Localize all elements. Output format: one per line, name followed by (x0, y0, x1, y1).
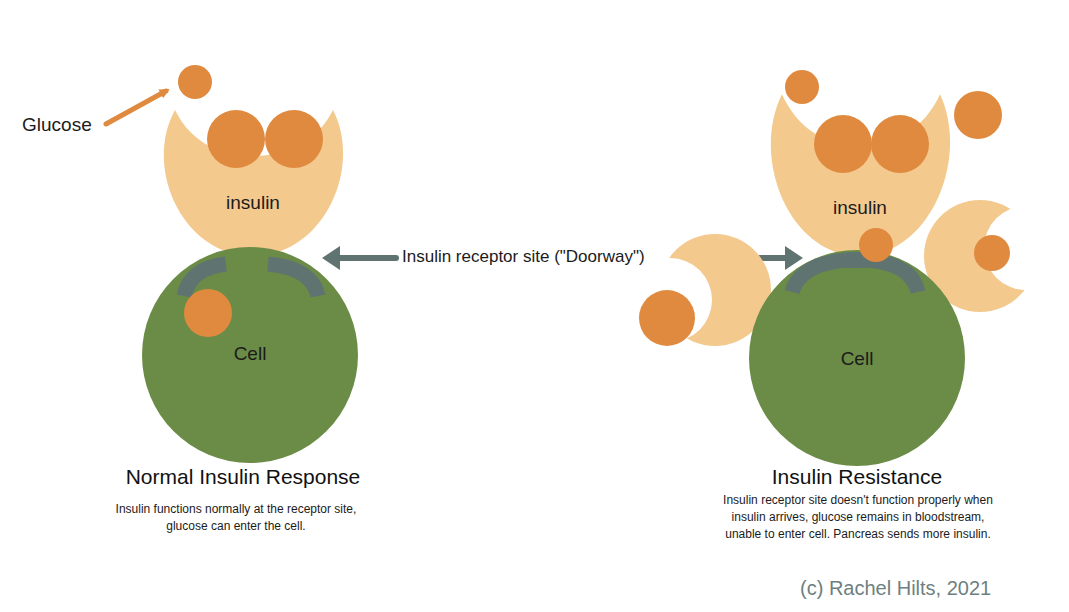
insulin-shape (762, 92, 958, 256)
insulin-node: insulin (762, 92, 958, 256)
glucose (207, 110, 265, 168)
glucose (974, 235, 1010, 271)
glucose (814, 115, 872, 173)
panel-heading: Normal Insulin Response (83, 465, 403, 489)
insulin-label: insulin (762, 197, 958, 219)
callout-label: Insulin receptor site ("Doorway") (402, 247, 722, 267)
receptor-pointer-head (322, 246, 340, 270)
panel-heading: Insulin Resistance (697, 465, 1017, 489)
glucose (178, 65, 212, 99)
insulin-outline (164, 110, 343, 256)
panel-note: Insulin receptor site doesn't function p… (714, 492, 1002, 543)
insulin-label: insulin (155, 192, 351, 214)
callout-label: Glucose (22, 114, 112, 136)
receptor-site (268, 264, 318, 296)
glucose (785, 70, 819, 104)
copyright-note: (c) Rachel Hilts, 2021 (800, 577, 1060, 600)
cell-circle: Cell (749, 250, 965, 466)
panel-note: Insulin functions normally at the recept… (101, 501, 371, 535)
glucose (639, 290, 695, 346)
receptor-site (868, 260, 918, 292)
glucose-pointer (106, 91, 166, 124)
cell-label: Cell (749, 348, 965, 370)
glucose (871, 115, 929, 173)
glucose (265, 110, 323, 168)
glucose (954, 91, 1002, 139)
receptor-pointer (336, 255, 396, 261)
receptor-site (792, 260, 846, 292)
cell-label: Cell (142, 343, 358, 365)
glucose (859, 228, 893, 262)
insulin-outline (771, 94, 950, 256)
cell-circle: Cell (142, 247, 358, 463)
glucose (184, 289, 232, 337)
